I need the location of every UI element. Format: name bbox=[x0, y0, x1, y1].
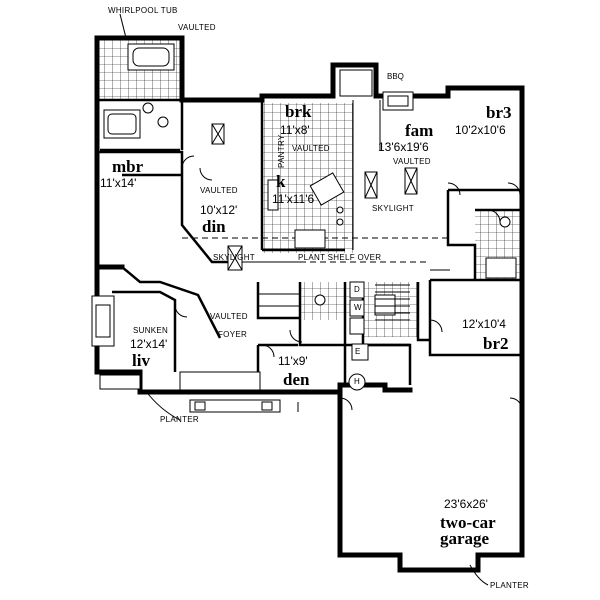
room-br2-dim: 12'x10'4 bbox=[462, 317, 506, 331]
room-k-dim: 11'x11'6 bbox=[272, 192, 315, 206]
room-garage-name1: two-car bbox=[440, 513, 496, 532]
door-swings bbox=[174, 155, 523, 411]
room-den-name: den bbox=[283, 370, 310, 389]
kitchen-fixtures bbox=[267, 172, 345, 249]
room-mbr-name: mbr bbox=[112, 157, 144, 176]
room-k-name: k bbox=[276, 172, 286, 191]
room-brk-dim: 11'x8' bbox=[280, 123, 310, 137]
fireplace-fam bbox=[382, 91, 414, 111]
skylight-icons bbox=[211, 123, 418, 271]
front-porch bbox=[99, 371, 281, 413]
room-br3-dim: 10'2x10'6 bbox=[455, 123, 506, 137]
label-planter-front: PLANTER bbox=[160, 415, 199, 424]
room-br2-name: br2 bbox=[483, 334, 509, 353]
room-fam-dim: 13'6x19'6 bbox=[378, 140, 429, 154]
room-din-note: VAULTED bbox=[200, 186, 238, 195]
label-utility-h: H bbox=[354, 377, 360, 386]
label-bbq: BBQ bbox=[387, 72, 404, 81]
room-din-dim: 10'x12' bbox=[200, 203, 238, 217]
label-utility-e: E bbox=[355, 347, 361, 356]
label-plant-shelf: PLANT SHELF OVER bbox=[298, 253, 382, 262]
label-utility-w: W bbox=[354, 303, 362, 312]
room-mbr-dim: 11'x14' bbox=[100, 176, 137, 190]
room-liv-name: liv bbox=[132, 351, 150, 370]
chimney bbox=[339, 69, 373, 97]
room-garage-dim: 23'6x26' bbox=[444, 497, 488, 511]
room-fam-name: fam bbox=[405, 121, 434, 140]
room-fam-note: VAULTED bbox=[393, 157, 431, 166]
whirlpool-tub bbox=[127, 43, 175, 71]
room-den-dim: 11'x9' bbox=[278, 354, 308, 368]
room-liv-note: SUNKEN bbox=[133, 326, 169, 335]
room-foyer-label: FOYER bbox=[218, 330, 248, 339]
label-vaulted-master-bath: VAULTED bbox=[178, 23, 216, 32]
entry-steps bbox=[258, 284, 410, 321]
label-utility-d: D bbox=[354, 285, 360, 294]
interior-walls bbox=[97, 98, 520, 392]
room-liv-dim: 12'x14' bbox=[130, 337, 168, 351]
label-skylight-din: SKYLIGHT bbox=[213, 253, 255, 262]
leader-lines bbox=[119, 13, 489, 586]
room-brk-name: brk bbox=[285, 102, 312, 121]
bath-fixtures bbox=[103, 102, 517, 316]
fireplace-liv bbox=[91, 295, 115, 347]
room-br3-name: br3 bbox=[486, 103, 512, 122]
room-brk-note: VAULTED bbox=[292, 144, 330, 153]
label-skylight-fam: SKYLIGHT bbox=[372, 204, 414, 213]
label-planter-garage: PLANTER bbox=[490, 581, 529, 590]
room-din-name: din bbox=[202, 217, 226, 236]
label-pantry: PANTRY bbox=[277, 134, 286, 168]
room-garage-name2: garage bbox=[440, 529, 490, 548]
room-foyer-note: VAULTED bbox=[210, 312, 248, 321]
utility-boxes bbox=[348, 281, 369, 391]
label-whirlpool-tub: WHIRLPOOL TUB bbox=[108, 6, 178, 15]
